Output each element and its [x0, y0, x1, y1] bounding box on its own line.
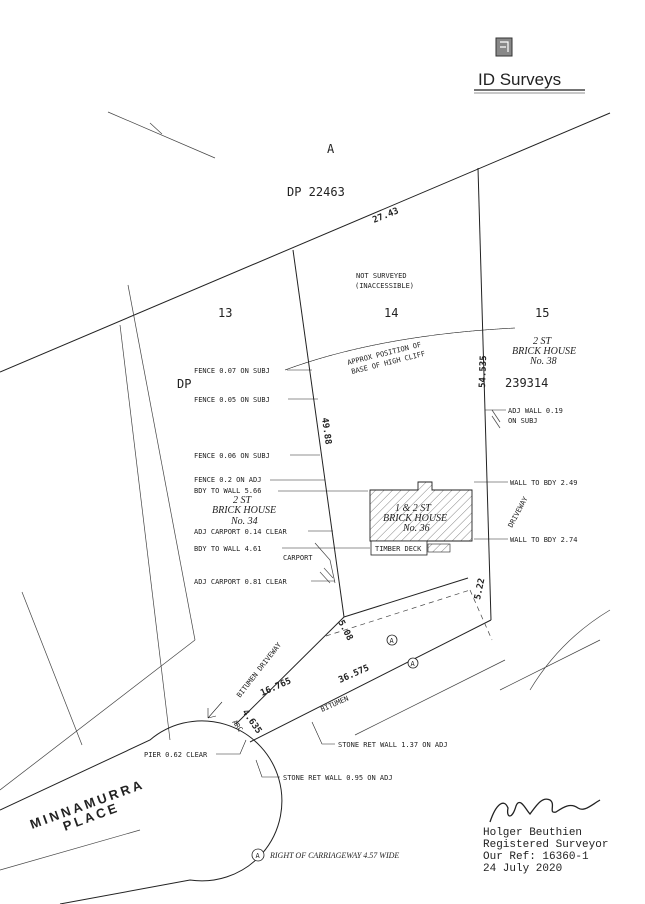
carport-outline — [314, 542, 336, 584]
house-36-storeys: 1 & 2 ST — [395, 503, 432, 514]
lot-13-west-line — [119, 324, 171, 741]
row-marker-1: A — [386, 634, 398, 646]
note-bdy-wall-566: BDY TO WALL 5.66 — [194, 487, 261, 495]
house-38-storeys: 2 ST — [533, 336, 553, 347]
surveyor-name: Holger Beuthien — [483, 827, 582, 839]
house-34: 2 ST BRICK HOUSE No. 34 — [212, 495, 276, 527]
row-marker-1-letter: A — [390, 637, 395, 645]
lot-west-outer-line — [127, 284, 196, 641]
dashed-row — [325, 589, 471, 637]
timber-deck — [370, 540, 428, 556]
timber-deck-steps — [427, 543, 451, 553]
legend-marker-letter: A — [256, 852, 261, 860]
legend-text: RIGHT OF CARRIAGEWAY 4.57 WIDE — [269, 851, 399, 860]
lot-a-mark — [149, 122, 163, 135]
carport-adjoining: CARPORT — [283, 542, 336, 584]
surveyor-block: Holger Beuthien Registered Surveyor Our … — [483, 798, 608, 875]
lot-14-label: 14 — [384, 306, 398, 320]
leader-pier — [216, 739, 247, 755]
house-38-type: BRICK HOUSE — [512, 346, 576, 357]
driveway-right-label: DRIVEWAY — [507, 495, 530, 529]
note-adj-carport-081: ADJ CARPORT 0.81 CLEAR — [194, 578, 288, 586]
dashed-row-2 — [469, 589, 493, 641]
right-adjoining-road — [499, 609, 611, 691]
dim-frontage-long: 36.575 — [337, 663, 371, 685]
lot-14-15-boundary — [477, 167, 492, 621]
surveyor-ref: Our Ref: 16360-1 — [483, 851, 589, 863]
dim-south-east: 5.22 — [473, 577, 487, 600]
legend-marker-circle — [251, 848, 265, 862]
lot-a-line — [107, 111, 216, 159]
leader-stone-137 — [311, 721, 335, 745]
lot-13-14-boundary — [292, 249, 345, 618]
lot-west-outer-line-2 — [21, 591, 83, 746]
not-surveyed-label: NOT SURVEYED — [356, 272, 407, 280]
dp-rear-line — [0, 112, 611, 373]
leader-lines — [216, 369, 508, 778]
house-38: 2 ST BRICK HOUSE No. 38 — [512, 336, 576, 367]
cul-de-sac-lower — [0, 829, 141, 871]
logo-emblem-detail — [500, 41, 509, 52]
lot-west-diagonal — [0, 639, 196, 791]
note-wall-bdy-274: WALL TO BDY 2.74 — [510, 536, 577, 544]
house-34-storeys: 2 ST — [233, 495, 253, 506]
lot-13-label: 13 — [218, 306, 232, 320]
logo-text: ID Surveys — [478, 70, 561, 89]
dim-left: 49.88 — [319, 417, 333, 445]
row-marker-2: A — [407, 657, 419, 669]
surveyor-title: Registered Surveyor — [483, 839, 608, 851]
note-wall-bdy-249: WALL TO BDY 2.49 — [510, 479, 577, 487]
note-fence-005: FENCE 0.05 ON SUBJ — [194, 396, 270, 404]
cul-de-sac-edge — [0, 720, 283, 904]
house-36-type: BRICK HOUSE — [383, 513, 447, 524]
dp-top-label: DP 22463 — [287, 185, 345, 199]
bitumen-label: BITUMEN — [320, 695, 350, 714]
driveway-arrow — [207, 701, 223, 719]
carport-label: CARPORT — [283, 554, 313, 562]
house-34-number: No. 34 — [230, 516, 258, 527]
access-handle-top — [235, 616, 345, 725]
cul-de-sac — [0, 720, 283, 904]
row-marker-2-circle — [407, 657, 419, 669]
note-adj-carport-014: ADJ CARPORT 0.14 CLEAR — [194, 528, 288, 536]
house-36-number: No. 36 — [402, 523, 430, 534]
dp-right-label: 239314 — [505, 376, 548, 390]
note-stone-095: STONE RET WALL 0.95 ON ADJ — [283, 774, 393, 782]
lot-lines — [0, 111, 611, 791]
dim-right: 54.535 — [478, 355, 489, 388]
surveyor-signature — [489, 798, 601, 823]
inaccessible-label: (INACCESSIBLE) — [355, 282, 414, 290]
house-36: TIMBER DECK 1 & 2 ST BRICK HOUSE No. 36 — [369, 481, 473, 556]
company-logo: ID Surveys — [474, 37, 585, 94]
note-adj-wall-1: ADJ WALL 0.19 — [508, 407, 563, 415]
dp-left-label: DP — [177, 377, 191, 391]
dim-frontage-north: 16.765 — [259, 676, 293, 698]
timber-deck-label: TIMBER DECK — [375, 545, 422, 553]
surveyor-date: 24 July 2020 — [483, 863, 562, 875]
cliff-base-line — [284, 327, 516, 371]
dim-inner: 5.08 — [335, 619, 354, 643]
leader-stone-095 — [255, 759, 280, 778]
note-adj-wall-2: ON SUBJ — [508, 417, 538, 425]
note-fence-02: FENCE 0.2 ON ADJ — [194, 476, 261, 484]
row-marker-1-circle — [386, 634, 398, 646]
note-pier: PIER 0.62 CLEAR — [144, 751, 208, 759]
dim-top: 27.43 — [371, 206, 400, 225]
row-marker-2-letter: A — [411, 660, 416, 668]
house-38-number: No. 38 — [529, 356, 557, 367]
note-bdy-wall-461: BDY TO WALL 4.61 — [194, 545, 261, 553]
road-edge — [354, 659, 506, 736]
note-fence-007: FENCE 0.07 ON SUBJ — [194, 367, 270, 375]
lot-15-label: 15 — [535, 306, 549, 320]
lot-a-label: A — [327, 142, 335, 156]
access-handle-north — [343, 577, 469, 618]
adj-wall-hatch — [491, 409, 501, 429]
note-stone-137: STONE RET WALL 1.37 ON ADJ — [338, 741, 448, 749]
legend: A RIGHT OF CARRIAGEWAY 4.57 WIDE — [251, 848, 399, 862]
house-34-type: BRICK HOUSE — [212, 505, 276, 516]
note-fence-006: FENCE 0.06 ON SUBJ — [194, 452, 270, 460]
access-handle-south — [249, 619, 492, 743]
